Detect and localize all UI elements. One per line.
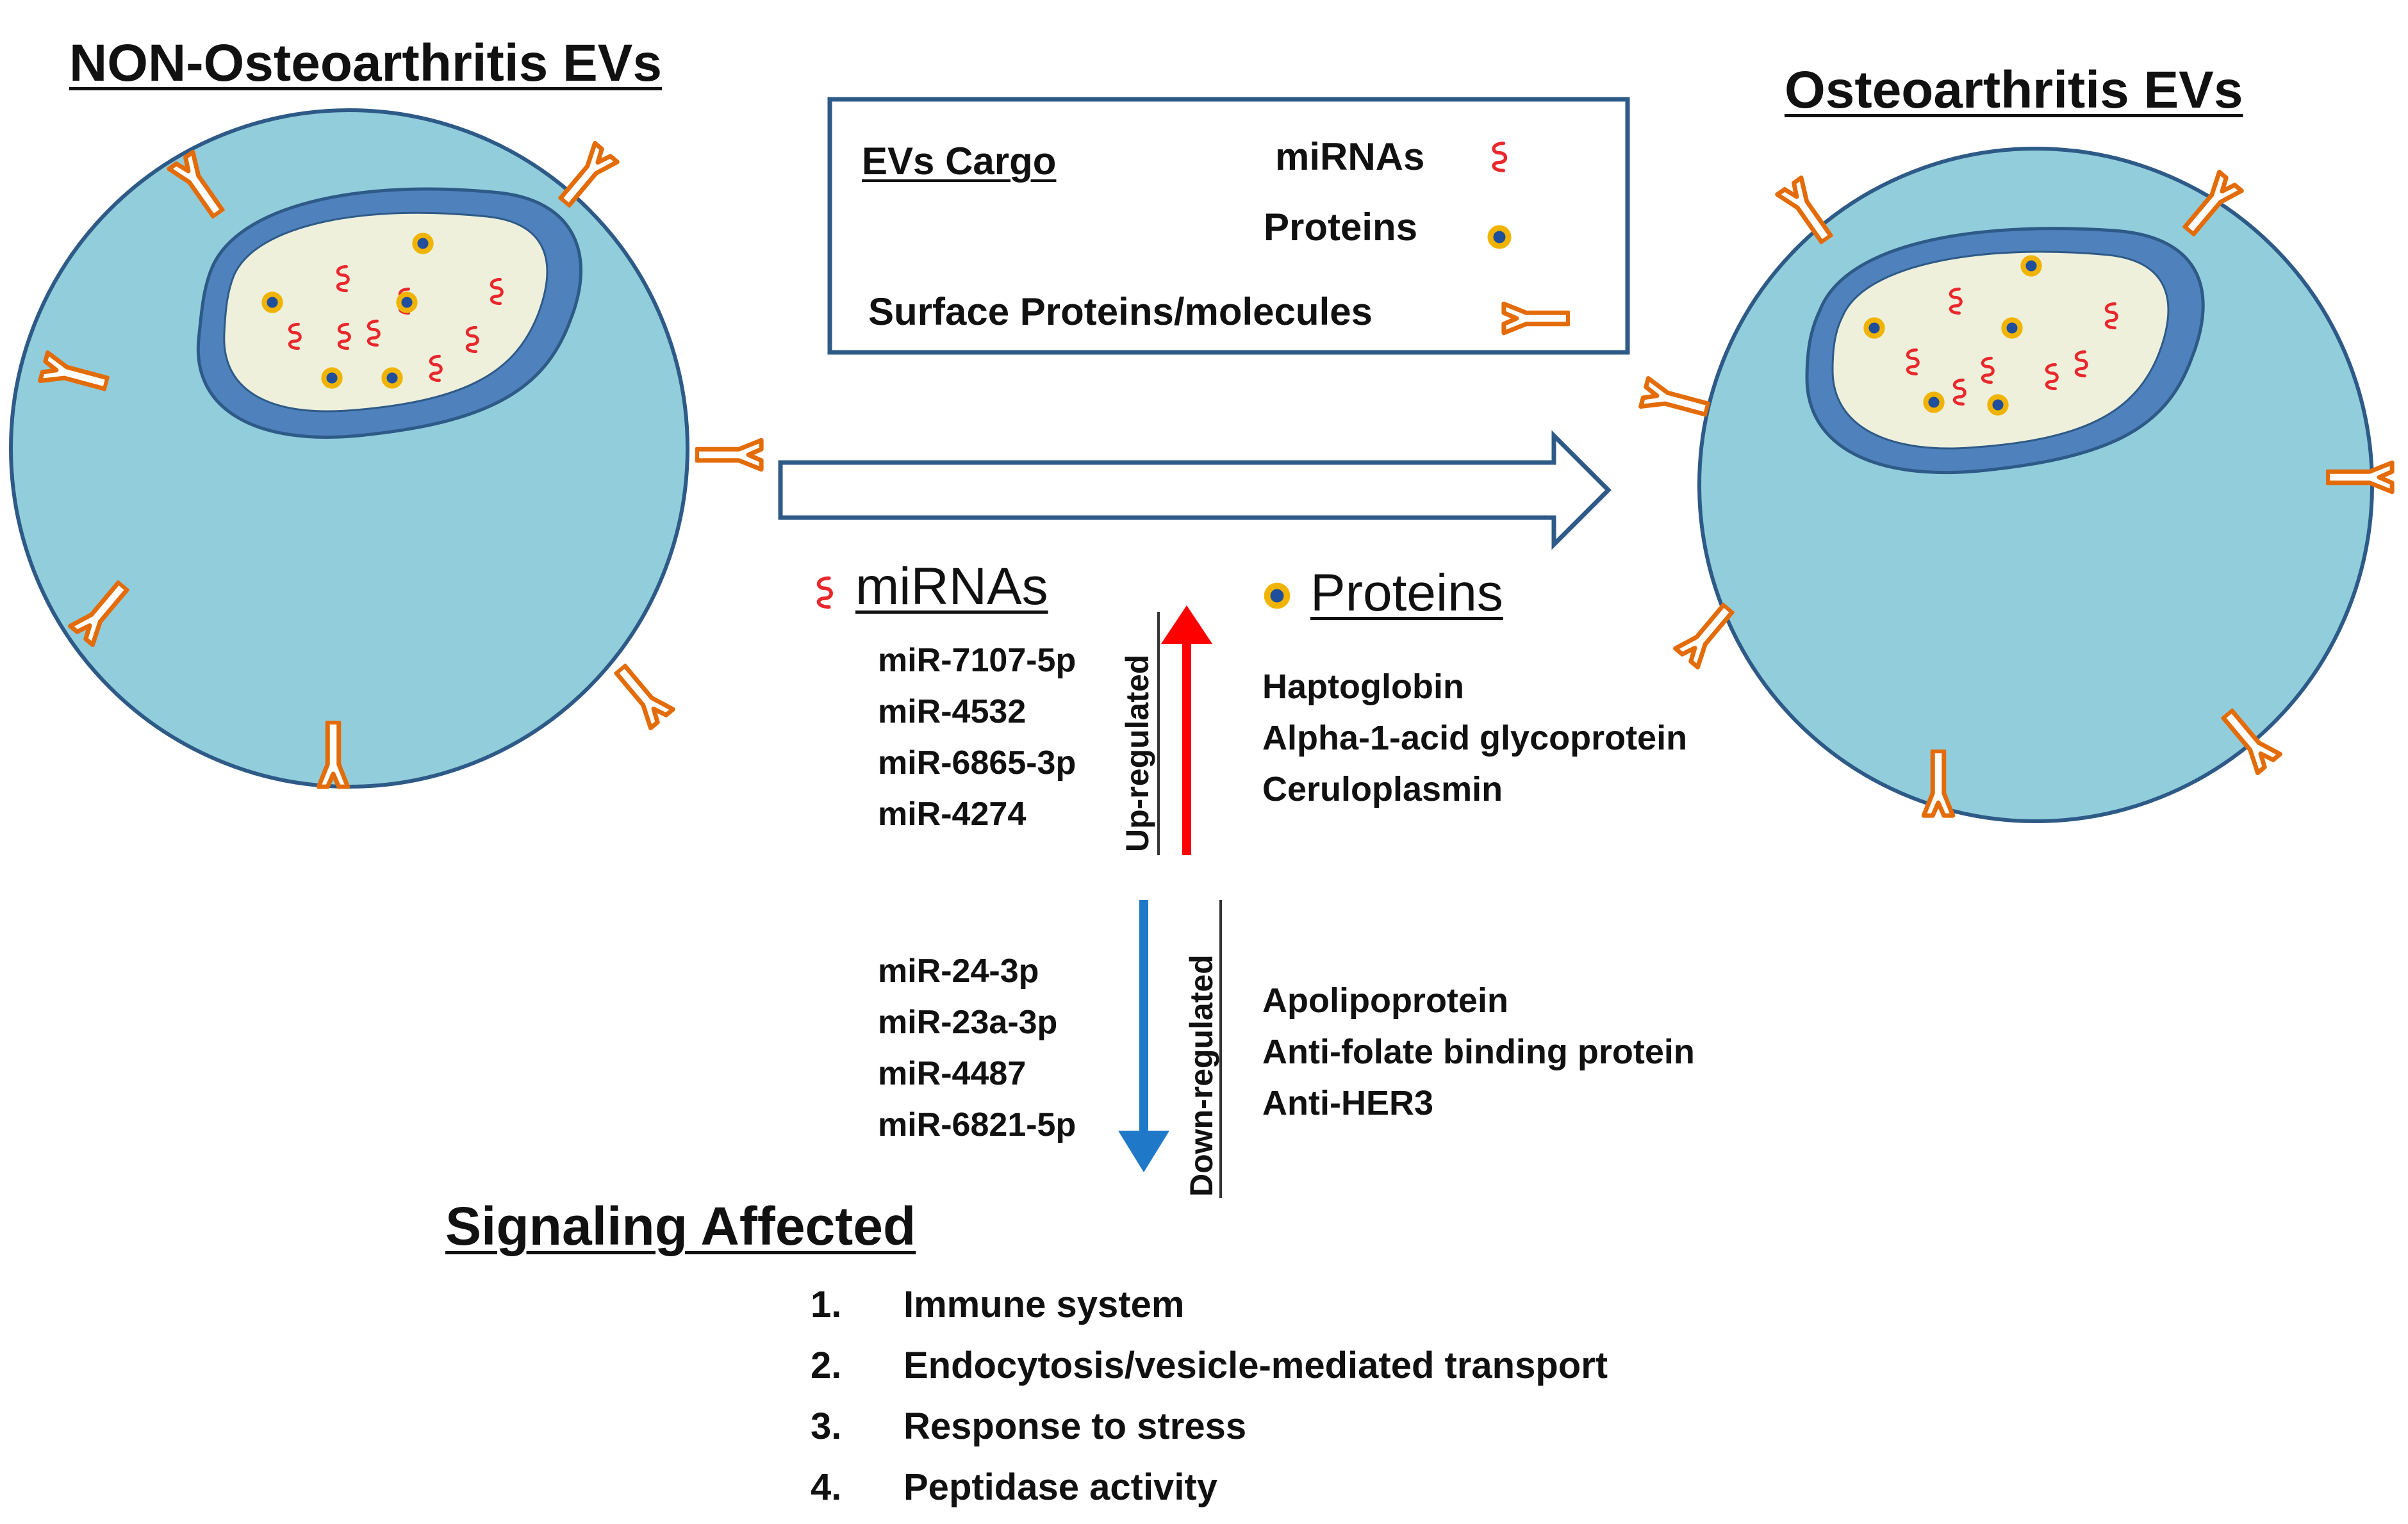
protein-icon bbox=[2004, 320, 2020, 336]
protein-icon bbox=[1866, 320, 1882, 336]
surface-protein-icon bbox=[697, 440, 762, 470]
protein-icon bbox=[324, 370, 340, 386]
protein-icon bbox=[384, 370, 400, 386]
up-arrow bbox=[1161, 605, 1212, 855]
up-regulated-label: Up-regulated bbox=[1119, 654, 1155, 852]
left-vesicle bbox=[9, 108, 689, 789]
signaling-item-4-num: 4. bbox=[811, 1466, 842, 1508]
surface-protein-icon bbox=[554, 143, 618, 211]
signaling-item-2-num: 2. bbox=[811, 1345, 842, 1386]
right-lumen bbox=[1831, 250, 2170, 450]
up-protein-3: Ceruloplasmin bbox=[1262, 770, 1503, 808]
protein-icon bbox=[2023, 258, 2039, 274]
main-arrow bbox=[778, 430, 1612, 550]
left-title: NON-Osteoarthritis EVs bbox=[69, 34, 662, 92]
right-vesicle bbox=[1697, 147, 2374, 823]
surface-protein-icon bbox=[1676, 599, 1740, 667]
protein-icon bbox=[1990, 397, 2006, 413]
legend-surface-label: Surface Proteins/molecules bbox=[868, 290, 1373, 333]
protein-icon bbox=[399, 294, 415, 310]
proteins-section-icon bbox=[1267, 586, 1287, 606]
protein-icon bbox=[264, 294, 280, 310]
mirnas-section-icon bbox=[819, 578, 832, 607]
up-protein-2: Alpha-1-acid glycoprotein bbox=[1262, 719, 1688, 757]
down-protein-1: Apolipoprotein bbox=[1262, 981, 1508, 1020]
right-title: Osteoarthritis EVs bbox=[1785, 61, 2243, 119]
protein-icon bbox=[415, 235, 431, 251]
surface-protein-icon bbox=[609, 660, 673, 728]
down-mirna-1: miR-24-3p bbox=[878, 953, 1039, 990]
signaling-item-4-text: Peptidase activity bbox=[903, 1466, 1217, 1508]
up-protein-1: Haptoglobin bbox=[1262, 668, 1464, 706]
signaling-title: Signaling Affected bbox=[445, 1196, 916, 1256]
down-mirna-3: miR-4487 bbox=[878, 1055, 1027, 1092]
proteins-section-title: Proteins bbox=[1310, 564, 1503, 622]
surface-protein-icon bbox=[1641, 379, 1711, 423]
legend-mirnas-label: miRNAs bbox=[1275, 135, 1425, 178]
up-mirna-4: miR-4274 bbox=[878, 796, 1027, 833]
signaling-item-1-num: 1. bbox=[811, 1284, 842, 1325]
signaling-item-3-text: Response to stress bbox=[903, 1405, 1247, 1447]
legend-protein-icon bbox=[1490, 228, 1508, 246]
down-mirna-4: miR-6821-5p bbox=[878, 1106, 1076, 1143]
down-protein-2: Anti-folate binding protein bbox=[1262, 1033, 1695, 1071]
down-mirna-2: miR-23a-3p bbox=[878, 1004, 1058, 1041]
down-arrow bbox=[1118, 900, 1169, 1172]
signaling-item-1-text: Immune system bbox=[903, 1284, 1185, 1325]
down-protein-3: Anti-HER3 bbox=[1262, 1084, 1433, 1122]
up-mirna-1: miR-7107-5p bbox=[878, 642, 1076, 679]
signaling-item-2-text: Endocytosis/vesicle-mediated transport bbox=[903, 1345, 1608, 1386]
protein-icon bbox=[1926, 394, 1942, 410]
legend-proteins-label: Proteins bbox=[1264, 206, 1418, 249]
signaling-item-3-num: 3. bbox=[811, 1405, 842, 1447]
mirnas-section-title: miRNAs bbox=[855, 557, 1048, 616]
down-regulated-label: Down-regulated bbox=[1183, 955, 1219, 1197]
up-mirna-3: miR-6865-3p bbox=[878, 744, 1076, 782]
legend-box bbox=[827, 97, 1630, 355]
up-mirna-2: miR-4532 bbox=[878, 693, 1027, 730]
legend-heading: EVs Cargo bbox=[862, 140, 1057, 183]
left-lumen bbox=[223, 211, 548, 413]
